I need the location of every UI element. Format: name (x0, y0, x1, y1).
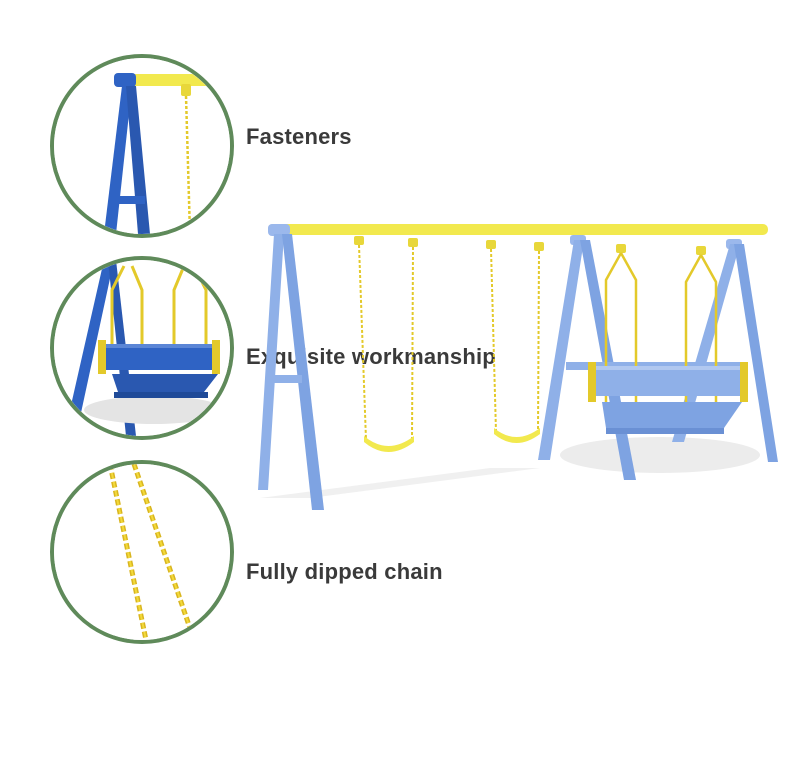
workmanship-detail-circle (50, 256, 234, 440)
bench-seat-closeup-image (54, 260, 230, 436)
fasteners-closeup-image (54, 58, 230, 234)
chain-label: Fully dipped chain (246, 559, 443, 584)
chain-detail-circle (50, 460, 234, 644)
fasteners-detail-circle (50, 54, 234, 238)
swing-set-illustration (258, 224, 778, 510)
workmanship-label: Exquisite workmanship (246, 344, 496, 369)
chain-closeup-image (54, 464, 230, 640)
fasteners-label: Fasteners (246, 124, 352, 149)
